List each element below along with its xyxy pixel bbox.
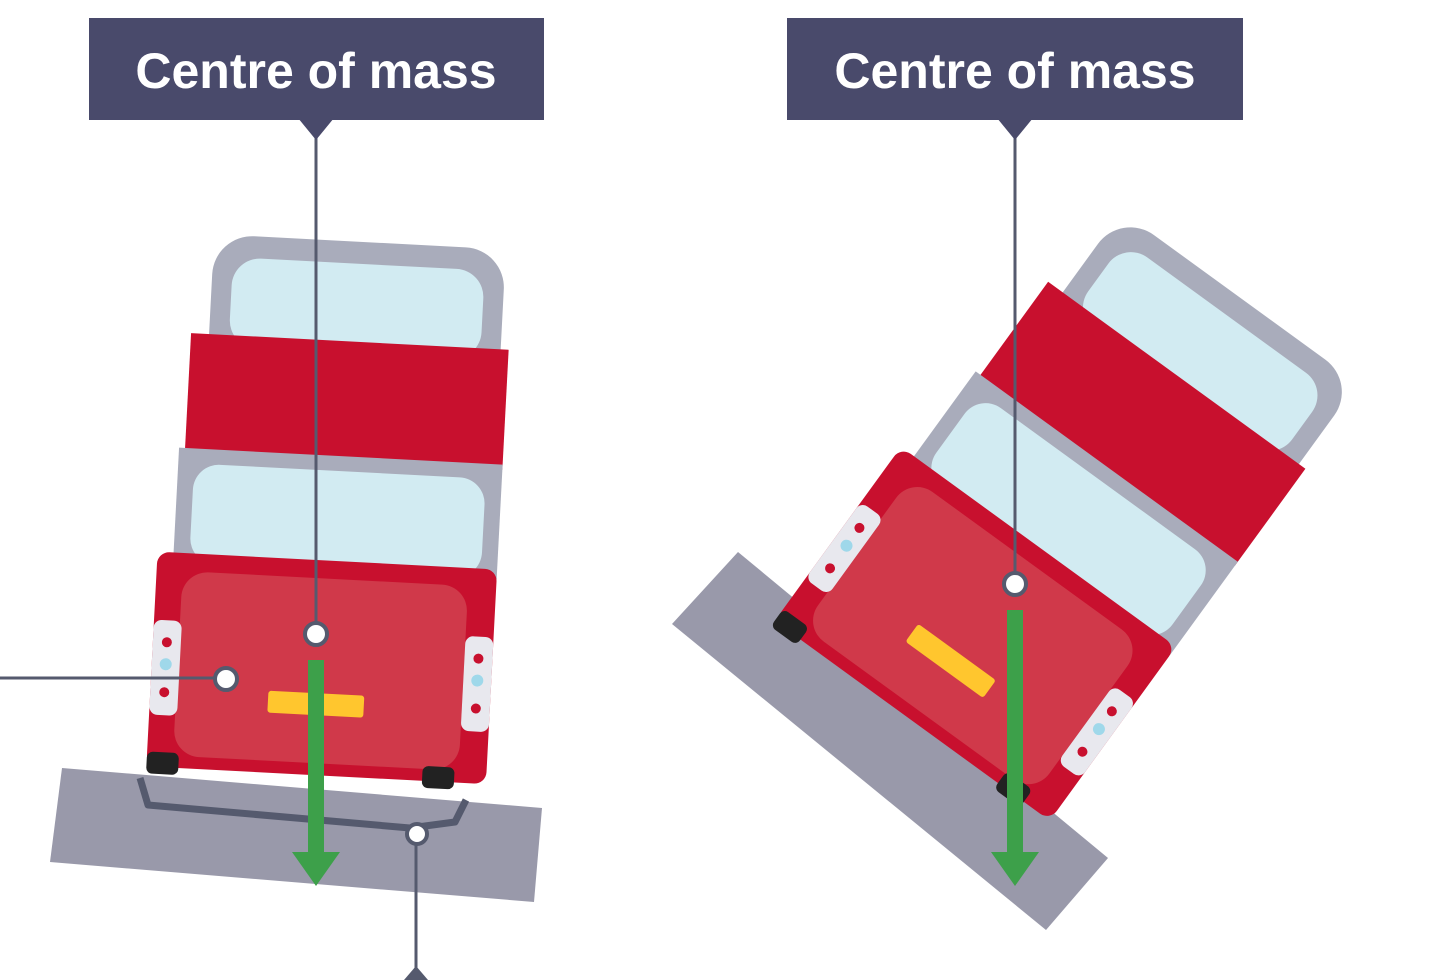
right-bus-red-band (977, 281, 1306, 566)
bus-tilted-icon (772, 227, 1342, 816)
left-bus-wheel-left (146, 751, 179, 775)
right-callout-box (787, 18, 1243, 120)
left-bus-light-dot-4 (473, 653, 484, 664)
left-weight-arrow-shaft (308, 660, 324, 860)
left-bus-light-dot-5 (471, 674, 484, 687)
left-callout-box (89, 18, 544, 120)
left-base-pointer-tip (404, 966, 428, 980)
right-bus-light-dot-3 (825, 563, 836, 574)
right-callout-notch (997, 118, 1033, 140)
left-bus-light-dot-1 (161, 637, 172, 648)
right-bus-upper-window (1082, 252, 1318, 451)
right-weight-arrow-shaft (1007, 610, 1023, 860)
left-ground-slab (50, 768, 542, 902)
left-bus-light-dot-3 (159, 687, 170, 698)
arrow-down-icon (991, 610, 1039, 886)
left-centre-of-mass-dot (303, 621, 329, 647)
right-callout: Centre of mass (787, 18, 1243, 140)
left-bus-wheel-right (421, 766, 455, 790)
right-bus-front-panel (813, 487, 1133, 785)
right-ground-slab (672, 552, 1108, 930)
bus-upright-icon (146, 236, 509, 790)
right-bus-wheel-left (772, 611, 807, 643)
left-bus-light-dot-2 (159, 658, 172, 671)
left-bus-red-band (184, 333, 509, 470)
left-bus-upper-window (229, 258, 484, 359)
right-bus-plate (906, 625, 995, 697)
left-base-pointer-dot (405, 822, 429, 846)
left-diagram: Centre of mass (0, 18, 544, 980)
right-callout-label: Centre of mass (834, 43, 1195, 99)
right-bus-lower-window (931, 403, 1206, 636)
left-callout: Centre of mass (89, 18, 544, 140)
right-bus-light-dot-5 (1092, 723, 1105, 736)
right-bus-light-dot-2 (840, 539, 853, 552)
right-bus-light-dot-6 (1077, 746, 1088, 757)
right-weight-arrow-head (991, 852, 1039, 886)
left-callout-label: Centre of mass (135, 43, 496, 99)
right-centre-of-mass-dot (1002, 571, 1028, 597)
left-bus-lower-window (190, 464, 485, 578)
right-diagram: Centre of mass (672, 18, 1342, 930)
right-bus-light-dot-1 (854, 522, 865, 533)
arrow-down-icon (292, 660, 340, 886)
left-weight-arrow-head (292, 852, 340, 886)
left-side-pointer-dot (213, 666, 239, 692)
left-bus-light-dot-6 (470, 703, 481, 714)
left-callout-notch (298, 118, 334, 140)
right-bus-light-dot-4 (1106, 706, 1117, 717)
